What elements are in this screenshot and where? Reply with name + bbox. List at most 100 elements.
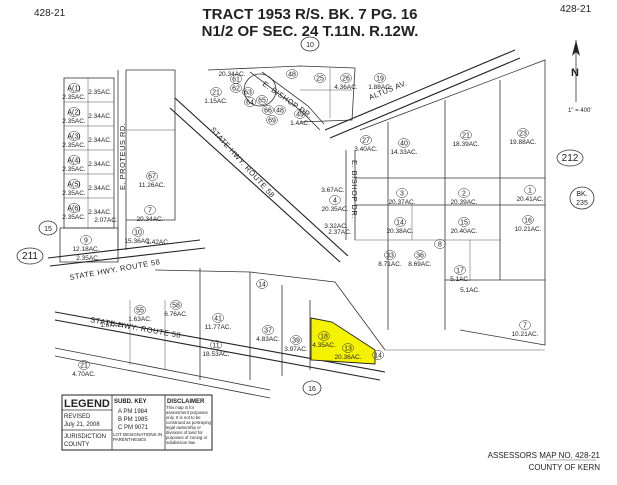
parcel-label[interactable]: 374.83AC.: [256, 325, 280, 344]
parcel-label[interactable]: 14: [372, 350, 384, 360]
parcel-number: 26: [342, 75, 350, 82]
parcel-acreage: 2.35AC.: [62, 142, 86, 149]
header-line-2: N1/2 OF SEC. 24 T.11N. R.12W.: [202, 23, 419, 40]
parcel-label[interactable]: 1.42AC.: [146, 239, 170, 246]
parcel-number: 41: [214, 315, 222, 322]
parcel-number: 65: [258, 97, 266, 104]
parcel-label[interactable]: 368.69AC.: [408, 250, 432, 269]
parcel-label[interactable]: 14: [256, 279, 268, 289]
parcel-number-circle: [522, 215, 534, 225]
parcel-label[interactable]: 184.35AC.: [312, 331, 336, 350]
parcel-number: 36: [416, 252, 424, 259]
road-label-proteus: E. PROTEUS RD.: [118, 123, 127, 190]
parcel-label[interactable]: 2.34AC.: [88, 161, 112, 168]
parcel-number: 14: [374, 352, 382, 359]
parcel-acreage: 1.4AC.: [290, 120, 310, 127]
parcel-label[interactable]: A(3)2.35AC.: [62, 131, 86, 150]
parcel-label[interactable]: 191.88AC.: [368, 73, 392, 92]
parcel-number-circle: [519, 320, 531, 330]
parcel-label[interactable]: 3.67AC.: [321, 187, 345, 194]
north-letter: N: [571, 67, 579, 79]
parcel-number: 7: [523, 322, 527, 329]
parcel-label[interactable]: 586.76AC.: [164, 300, 188, 319]
parcel-label[interactable]: 214.70AC.: [72, 360, 96, 379]
parcel-label[interactable]: 64: [244, 97, 256, 107]
parcel-number-circle: [78, 360, 90, 370]
parcel-label[interactable]: 2.07AC.: [94, 217, 118, 224]
parcel-label[interactable]: 2.34AC.: [88, 209, 112, 216]
parcel-label[interactable]: 175.1AC.: [450, 265, 470, 284]
parcel-number-circle: [434, 239, 446, 249]
parcel-number-circle: [256, 279, 268, 289]
parcel-label[interactable]: 48: [286, 69, 298, 79]
parcel-label[interactable]: 338.71AC.: [378, 250, 402, 269]
parcel-label[interactable]: 62: [230, 83, 242, 93]
parcel-label[interactable]: 2.34AC.: [88, 113, 112, 120]
parcel-label[interactable]: 211.15AC.: [204, 87, 228, 106]
parcel-number: 63: [244, 89, 252, 96]
parcel-label[interactable]: A(2)2.35AC.: [62, 107, 86, 126]
parcel-label[interactable]: 912.18AC.: [72, 235, 100, 254]
parcel-label[interactable]: 48: [274, 105, 286, 115]
parcel-label[interactable]: 320.37AC.: [388, 188, 416, 207]
parcel-label[interactable]: 491.4AC.: [290, 109, 310, 128]
parcel-label[interactable]: 264.36AC.: [334, 73, 358, 92]
parcel-number: 7: [148, 207, 152, 214]
parcel-label[interactable]: 420.35AC.: [321, 195, 349, 214]
parcel-number: 48: [276, 107, 284, 114]
parcel-acreage: 20.37AC.: [388, 199, 415, 206]
parcel-label[interactable]: 8: [434, 239, 446, 249]
parcel-number-circle: [314, 73, 326, 83]
map-page-15: 15: [44, 226, 52, 233]
parcel-label[interactable]: 1.67AC.: [100, 322, 124, 329]
parcel-number: 15: [460, 219, 468, 226]
parcel-acreage: 20.35AC.: [321, 206, 348, 213]
parcel-label[interactable]: 393.97AC.: [284, 335, 308, 354]
parcel-label[interactable]: A(1)2.35AC.: [62, 83, 86, 102]
parcel-label[interactable]: 65: [256, 95, 268, 105]
parcel-label[interactable]: 2.35AC.: [88, 89, 112, 96]
parcel-acreage: 1.42AC.: [146, 239, 170, 246]
parcel-label[interactable]: 2.37AC.: [328, 229, 352, 236]
map-page-refs: 10 16 212 15 211 BK. 235: [16, 36, 595, 396]
parcel-label[interactable]: 25: [314, 73, 326, 83]
parcel-label[interactable]: 720.34AC.: [136, 205, 164, 224]
parcel-acreage: 20.36AC.: [334, 354, 361, 361]
parcel-label[interactable]: 5.1AC.: [460, 287, 480, 294]
parcel-number-circle: [266, 115, 278, 125]
parcel-label[interactable]: A(4)2.35AC.: [62, 155, 86, 174]
parcel-label[interactable]: 20.34AC.: [218, 71, 245, 78]
parcel-label[interactable]: A(6)2.35AC.: [62, 203, 86, 222]
parcel-label[interactable]: 63: [242, 87, 254, 97]
parcel-label[interactable]: 2.35AC.: [76, 255, 100, 262]
parcel-number: A(2): [67, 109, 80, 116]
parcel-label[interactable]: 3.32AC.: [324, 223, 348, 230]
highlighted-parcel-13[interactable]: [310, 317, 376, 365]
parcel-acreage: 8.71AC.: [378, 261, 402, 268]
parcel-label[interactable]: 66: [262, 105, 274, 115]
parcel-label[interactable]: 120.41AC.: [516, 185, 544, 204]
parcel-label[interactable]: 551.63AC.: [128, 305, 152, 324]
parcel-label[interactable]: 220.39AC.: [450, 188, 478, 207]
parcel-label[interactable]: 273.40AC.: [354, 135, 378, 154]
parcel-label[interactable]: 2.34AC.: [88, 137, 112, 144]
parcel-number-circle: [210, 340, 222, 350]
parcel-label[interactable]: A(5)2.35AC.: [62, 179, 86, 198]
parcel-label[interactable]: 69: [266, 115, 278, 125]
parcel-label[interactable]: 2.34AC.: [88, 185, 112, 192]
parcel-label[interactable]: 710.21AC.: [511, 320, 539, 339]
legend-title: LEGEND: [64, 398, 110, 410]
parcel-number: 14: [258, 281, 266, 288]
parcel-number-circle: [329, 195, 341, 205]
